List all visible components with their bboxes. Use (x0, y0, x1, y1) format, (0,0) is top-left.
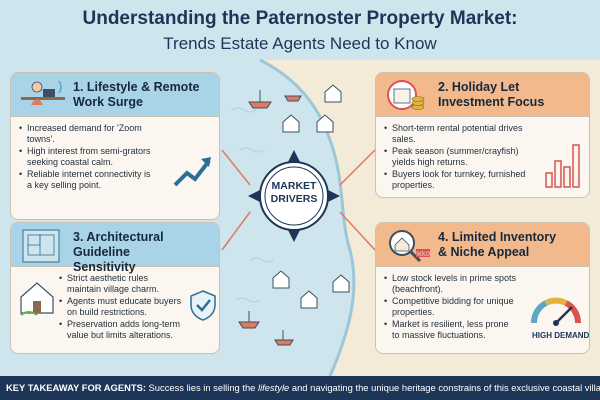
bullet-list: Increased demand for 'Zoom towns'. High … (11, 117, 161, 196)
page-title: Understanding the Paternoster Property M… (82, 8, 518, 29)
list-item: Preservation adds long-term value but li… (59, 319, 183, 341)
takeaway-text: Success lies in selling the (145, 382, 258, 393)
card-holiday-let: 2. Holiday Let Investment Focus Short-te… (375, 72, 590, 198)
compass-icon (248, 150, 340, 242)
list-item: Short-term rental potential drives sales… (384, 123, 533, 145)
key-takeaway-banner: KEY TAKEAWAY FOR AGENTS: Success lies in… (0, 376, 600, 400)
bullet-list: Short-term rental potential drives sales… (376, 117, 541, 196)
trend-arrow-icon (173, 157, 211, 187)
gauge-label: HIGH DEMAND (532, 331, 590, 340)
card-title: 4. Limited Inventory & Niche Appeal (438, 230, 557, 259)
card-title: 3. Architectural Guideline Sensitivity (73, 230, 164, 274)
cottage-icon (20, 282, 54, 316)
takeaway-emphasis: lifestyle (258, 382, 290, 393)
page-subtitle: Trends Estate Agents Need to Know (163, 34, 437, 53)
card-header: 2. Holiday Let Investment Focus (376, 73, 589, 117)
list-item: Peak season (summer/crayfish) yields hig… (384, 146, 533, 168)
list-item: Strict aesthetic rules maintain village … (59, 273, 183, 295)
sold-sign: SOLD (416, 252, 430, 258)
coins-calendar-icon (387, 80, 425, 110)
list-item: Market is resilient, less prone to massi… (384, 319, 518, 341)
cottage-icon (272, 84, 350, 309)
bar-chart-icon (545, 144, 580, 188)
card-header: SOLD 4. Limited Inventory & Niche Appeal (376, 223, 589, 267)
takeaway-lead: KEY TAKEAWAY FOR AGENTS: (6, 382, 146, 393)
card-architectural-guideline: 3. Architectural Guideline Sensitivity S… (10, 222, 220, 354)
demand-gauge-icon (531, 297, 581, 326)
blueprint-icon (22, 229, 60, 263)
village-illustration (238, 84, 350, 346)
card-lifestyle-remote-work: 1. Lifestyle & Remote Work Surge Increas… (10, 72, 220, 220)
list-item: High interest from semi-grators seeking … (19, 146, 153, 168)
market-drivers-label: MARKET DRIVERS (270, 180, 318, 205)
bullet-list: Strict aesthetic rules maintain village … (11, 267, 191, 346)
shield-check-icon (190, 290, 216, 321)
list-item: Low stock levels in prime spots (beachfr… (384, 273, 518, 295)
card-limited-inventory: SOLD 4. Limited Inventory & Niche Appeal… (375, 222, 590, 354)
card-header: 3. Architectural Guideline Sensitivity (11, 223, 219, 274)
remote-worker-icon (21, 80, 65, 105)
list-item: Reliable internet connectivity is a key … (19, 169, 153, 191)
takeaway-text-end: and navigating the unique heritage const… (289, 382, 600, 393)
magnifier-house-icon: SOLD (389, 230, 430, 263)
list-item: Increased demand for 'Zoom towns'. (19, 123, 153, 145)
card-title: 1. Lifestyle & Remote Work Surge (73, 80, 200, 109)
card-title: 2. Holiday Let Investment Focus (438, 80, 545, 109)
list-item: Agents must educate buyers on build rest… (59, 296, 183, 318)
list-item: Competitive bidding for unique propertie… (384, 296, 518, 318)
bullet-list: Low stock levels in prime spots (beachfr… (376, 267, 526, 346)
fishing-boat-icon (238, 90, 302, 346)
list-item: Buyers look for turnkey, furnished prope… (384, 169, 533, 191)
card-header: 1. Lifestyle & Remote Work Surge (11, 73, 219, 117)
